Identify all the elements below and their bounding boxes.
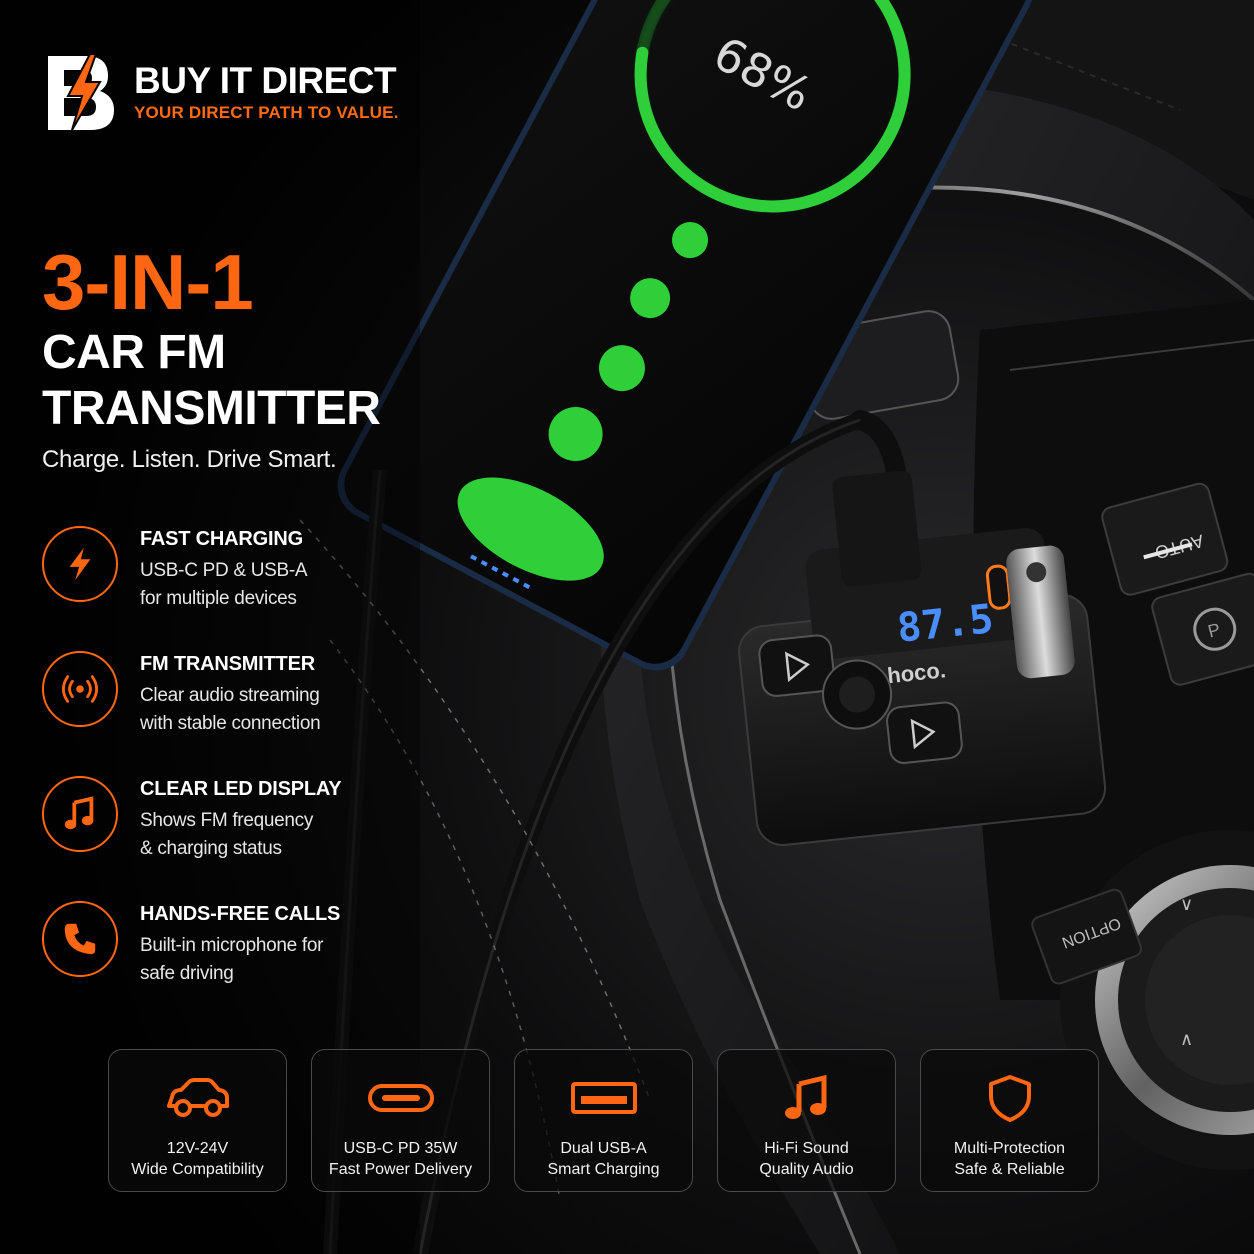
device-brand-mark: hoco.	[886, 657, 947, 688]
feature-desc: Built-in microphone for	[140, 935, 324, 956]
brand-tagline: YOUR DIRECT PATH TO VALUE.	[134, 103, 399, 122]
phone-icon	[42, 901, 118, 977]
svg-text:∧: ∧	[1180, 1029, 1193, 1050]
card-usb-a: Dual USB-A Smart Charging	[514, 1049, 693, 1192]
feature-title: FAST CHARGING	[140, 528, 303, 550]
card-compatibility: 12V-24V Wide Compatibility	[108, 1049, 287, 1192]
card-protection: Multi-Protection Safe & Reliable	[920, 1049, 1099, 1192]
usb-c-icon	[366, 1074, 436, 1122]
feature-desc: Shows FM frequency	[140, 810, 314, 831]
lightning-icon	[42, 526, 118, 602]
feature-desc: USB-C PD & USB-A	[140, 560, 308, 581]
headline-line-1: CAR FM	[42, 326, 226, 379]
feature-desc: for multiple devices	[140, 588, 297, 609]
feature-desc: safe driving	[140, 963, 234, 984]
card-line2: Wide Compatibility	[131, 1161, 264, 1178]
card-line1: 12V-24V	[166, 1140, 229, 1157]
svg-text:∨: ∨	[1180, 894, 1193, 915]
feature-hands-free: HANDS-FREE CALLS Built-in microphone for…	[42, 901, 402, 1026]
card-line2: Smart Charging	[547, 1161, 660, 1178]
signal-icon	[42, 651, 118, 727]
car-icon	[163, 1074, 233, 1122]
brand-name: BUY IT DIRECT	[134, 60, 397, 101]
headline-3-in-1: 3-IN-1	[42, 238, 254, 326]
feature-desc: Clear audio streaming	[140, 685, 320, 706]
feature-fm-transmitter: FM TRANSMITTER Clear audio streaming wit…	[42, 651, 402, 776]
music-note-icon	[782, 1074, 832, 1122]
card-line2: Quality Audio	[759, 1161, 854, 1178]
feature-desc: & charging status	[140, 838, 282, 859]
feature-list: FAST CHARGING USB-C PD & USB-A for multi…	[42, 526, 402, 1026]
feature-led-display: CLEAR LED DISPLAY Shows FM frequency & c…	[42, 776, 402, 901]
music-note-icon	[42, 776, 118, 852]
card-line1: Multi-Protection	[953, 1140, 1066, 1157]
usb-a-icon	[569, 1074, 639, 1122]
svg-text:P: P	[1206, 619, 1223, 641]
shield-icon	[985, 1074, 1035, 1122]
feature-desc: with stable connection	[140, 713, 321, 734]
card-line2: Safe & Reliable	[954, 1161, 1065, 1178]
card-usb-c: USB-C PD 35W Fast Power Delivery	[311, 1049, 490, 1192]
card-line1: USB-C PD 35W	[343, 1140, 458, 1157]
headline-line-2: TRANSMITTER	[42, 382, 381, 435]
card-line1: Dual USB-A	[560, 1140, 647, 1157]
headline-tagline: Charge. Listen. Drive Smart.	[42, 446, 337, 473]
headline: 3-IN-1 CAR FM TRANSMITTER Charge. Listen…	[42, 238, 381, 474]
brand-header: BUY IT DIRECT YOUR DIRECT PATH TO VALUE.	[42, 52, 399, 132]
card-line2: Fast Power Delivery	[328, 1161, 473, 1178]
brand-logo-icon	[48, 53, 114, 131]
spec-cards: 12V-24V Wide Compatibility USB-C PD 35W …	[108, 1049, 1099, 1192]
card-hifi: Hi-Fi Sound Quality Audio	[717, 1049, 896, 1192]
feature-fast-charging: FAST CHARGING USB-C PD & USB-A for multi…	[42, 526, 402, 651]
card-line1: Hi-Fi Sound	[764, 1140, 849, 1157]
led-frequency-display: 87.5	[895, 596, 996, 652]
feature-title: HANDS-FREE CALLS	[140, 903, 341, 925]
feature-title: CLEAR LED DISPLAY	[140, 778, 342, 800]
feature-title: FM TRANSMITTER	[140, 653, 315, 675]
